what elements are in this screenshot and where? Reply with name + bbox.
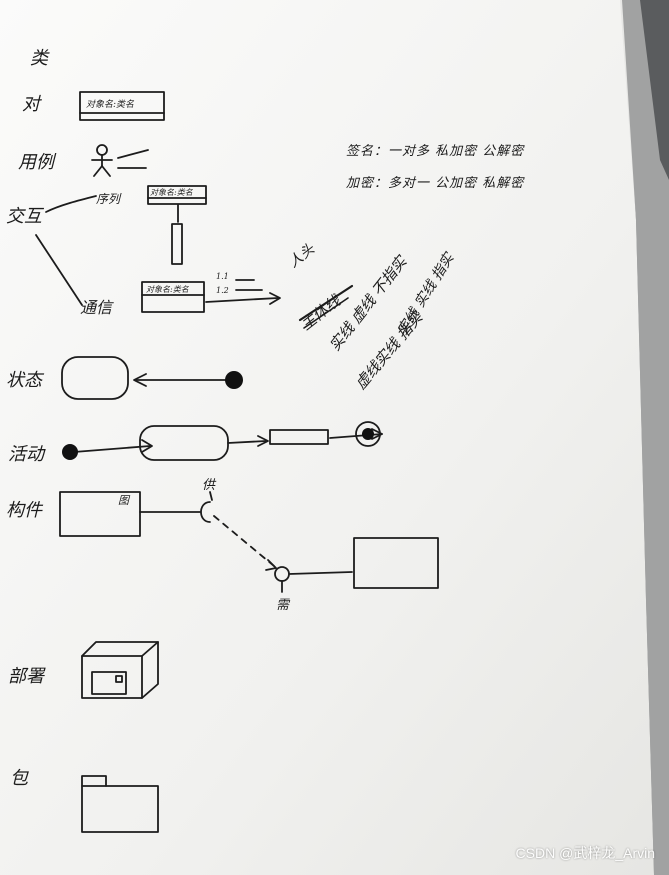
provide-label: 供	[202, 478, 216, 493]
paper-sheet	[0, 0, 654, 875]
crypto-note-signature: 签名：一对多 私加密 公解密	[346, 144, 525, 159]
label-activity: 活动	[8, 444, 44, 465]
communication-box-text: 对象名:类名	[146, 285, 189, 294]
label-interaction: 交互	[6, 206, 42, 227]
component-box	[59, 491, 141, 537]
strike-through-2	[303, 297, 349, 329]
label-component: 构件	[6, 500, 42, 521]
message-arrow-head	[269, 292, 281, 305]
msg-number-2: 1.2	[216, 286, 229, 295]
label-deployment: 部署	[8, 666, 44, 687]
activity-bar-node	[269, 429, 329, 445]
label-package: 包	[10, 768, 28, 789]
interaction-to-sequence-line	[45, 195, 97, 213]
label-state: 状态	[6, 370, 42, 391]
message-arrow-line	[205, 297, 279, 303]
csdn-watermark: CSDN @武梓龙_Arvin	[515, 845, 655, 861]
actor-icon	[91, 144, 113, 177]
activity-final-dot	[362, 428, 374, 440]
sequence-activation-bar	[171, 223, 183, 265]
dependency-dashed-line	[213, 515, 275, 567]
component-box-text: 图	[118, 494, 129, 507]
sequence-object-box	[147, 185, 207, 205]
activity-arrowhead-2	[257, 435, 269, 447]
state-rounded-box	[61, 356, 129, 400]
required-interface-line	[288, 571, 353, 575]
object-box	[79, 91, 165, 121]
usecase-stroke	[117, 149, 149, 159]
label-object: 对	[22, 94, 40, 115]
msg-number-1: 1.1	[216, 272, 229, 281]
second-component-box	[353, 537, 439, 589]
communication-box	[141, 281, 205, 313]
sequence-label: 序列	[96, 192, 121, 206]
heading-class: 类	[30, 48, 48, 69]
activity-arrowhead-3	[371, 428, 383, 440]
activity-initial-dot	[62, 444, 78, 460]
activity-final-ring	[355, 421, 381, 447]
require-label: 需	[276, 598, 290, 613]
state-initial-dot	[225, 371, 243, 389]
interaction-to-communication-line	[35, 234, 83, 306]
activity-flow-1	[73, 445, 151, 453]
dependency-arrowhead	[265, 559, 277, 571]
activity-flow-2	[227, 440, 267, 444]
communication-label: 通信	[80, 298, 113, 317]
object-box-text: 对象名:类名	[86, 100, 135, 110]
label-usecase: 用例	[18, 152, 54, 173]
crypto-note-encryption: 加密：多对一 公加密 私解密	[346, 176, 525, 191]
state-transition-arrowhead	[133, 373, 147, 387]
strike-through	[298, 284, 354, 322]
paper-edge-shadow	[620, 0, 669, 875]
package-folder-icon	[81, 775, 159, 833]
provided-interface-socket	[200, 501, 211, 523]
activity-arrowhead-1	[141, 439, 153, 453]
sequence-box-text: 对象名:类名	[150, 188, 193, 197]
deployment-node-icon	[81, 641, 159, 699]
provide-pointer	[209, 491, 213, 501]
